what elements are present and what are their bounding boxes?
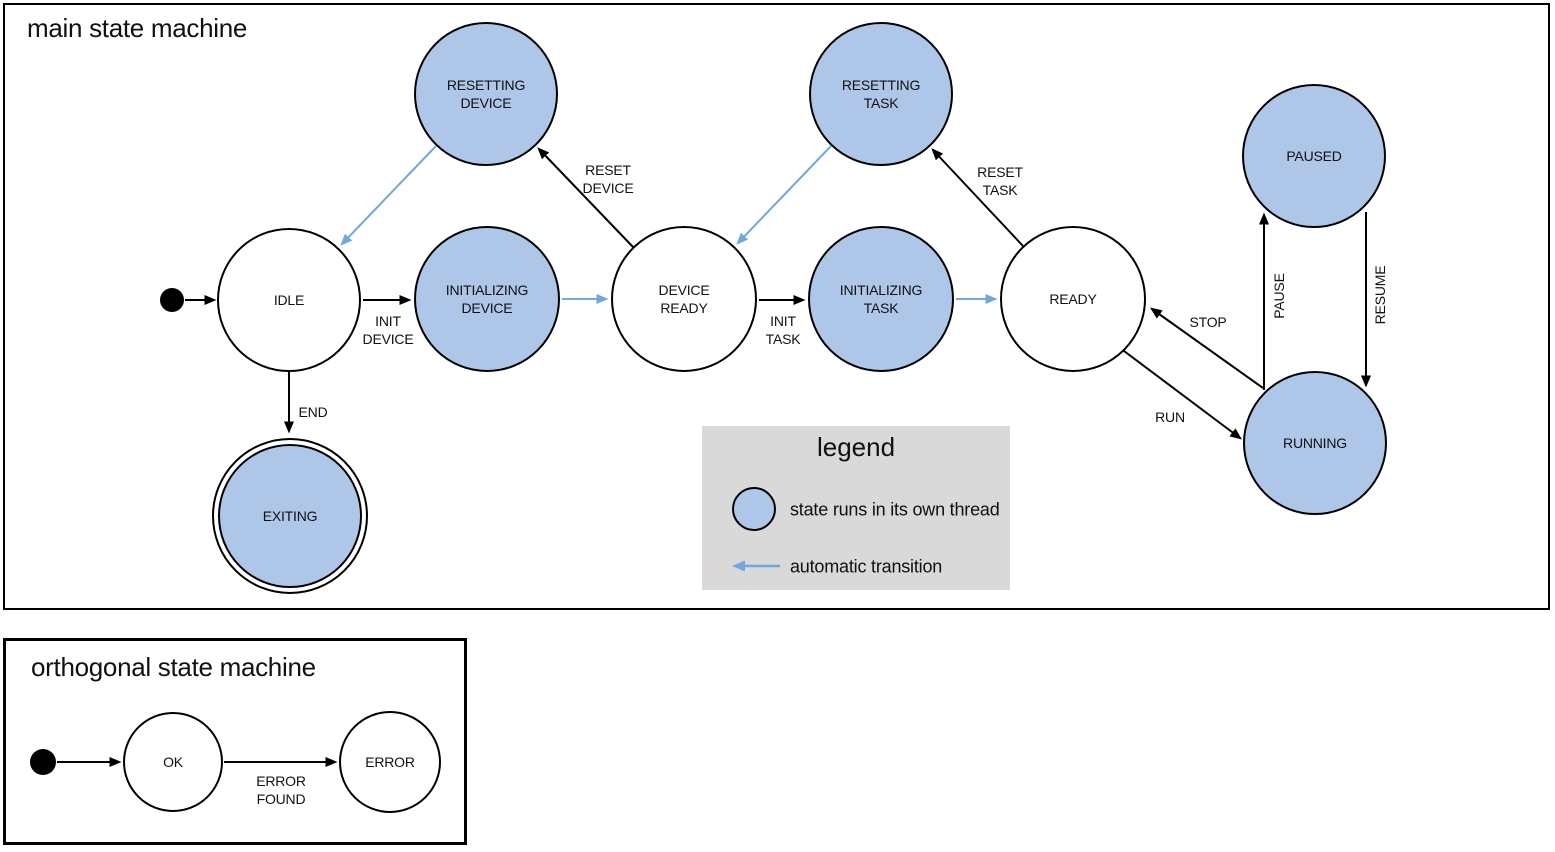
transition-label-error-found: ERROR FOUND (256, 772, 306, 807)
orthogonal-state-machine-title: orthogonal state machine (31, 652, 316, 682)
state-initializing-task-label: INITIALIZING TASK (839, 281, 923, 316)
legend-auto-transition-label: automatic transition (790, 556, 943, 577)
transition-label-end: END (298, 403, 328, 420)
state-error-label: ERROR (365, 753, 415, 770)
transition-label-init-task: INIT TASK (765, 312, 801, 347)
main-state-machine-title: main state machine (27, 13, 248, 43)
state-initializing-task: INITIALIZING TASK (808, 226, 954, 372)
state-resetting-task-label: RESETTING TASK (841, 76, 921, 111)
transition-label-pause: PAUSE (1270, 273, 1287, 319)
state-ready-label: READY (1049, 290, 1097, 307)
state-paused-label: PAUSED (1286, 147, 1342, 164)
state-running-label: RUNNING (1283, 434, 1347, 451)
transition-label-reset-device: RESET DEVICE (582, 161, 634, 196)
legend-thread-state-label: state runs in its own thread (790, 499, 1000, 520)
transition-label-reset-task: RESET TASK (977, 163, 1023, 198)
state-exiting-label: EXITING (262, 507, 318, 524)
state-paused: PAUSED (1242, 84, 1386, 228)
state-exiting: EXITING (218, 444, 362, 588)
state-initializing-device-label: INITIALIZING DEVICE (445, 281, 529, 316)
state-initializing-device: INITIALIZING DEVICE (414, 226, 560, 372)
transition-label-run: RUN (1155, 408, 1185, 425)
state-resetting-device: RESETTING DEVICE (414, 22, 558, 166)
legend-box: legend state runs in its own thread auto… (702, 426, 1010, 590)
transition-label-init-device: INIT DEVICE (362, 312, 414, 347)
state-error: ERROR (339, 711, 441, 813)
state-idle: IDLE (217, 228, 361, 372)
state-exiting-final-ring: EXITING (212, 438, 368, 594)
thread-state-icon (732, 487, 776, 531)
state-idle-label: IDLE (273, 291, 305, 308)
state-ready: READY (1000, 226, 1146, 372)
state-resetting-task: RESETTING TASK (809, 22, 953, 166)
auto-transition-arrow-icon (732, 560, 780, 572)
state-device-ready-label: DEVICE READY (658, 281, 710, 316)
transition-label-stop: STOP (1189, 313, 1227, 330)
legend-title: legend (816, 432, 896, 462)
state-device-ready: DEVICE READY (611, 226, 757, 372)
state-running: RUNNING (1243, 371, 1387, 515)
state-resetting-device-label: RESETTING DEVICE (446, 76, 526, 111)
transition-label-resume: RESUME (1371, 265, 1388, 325)
state-ok-label: OK (163, 753, 183, 770)
state-ok: OK (123, 712, 223, 812)
